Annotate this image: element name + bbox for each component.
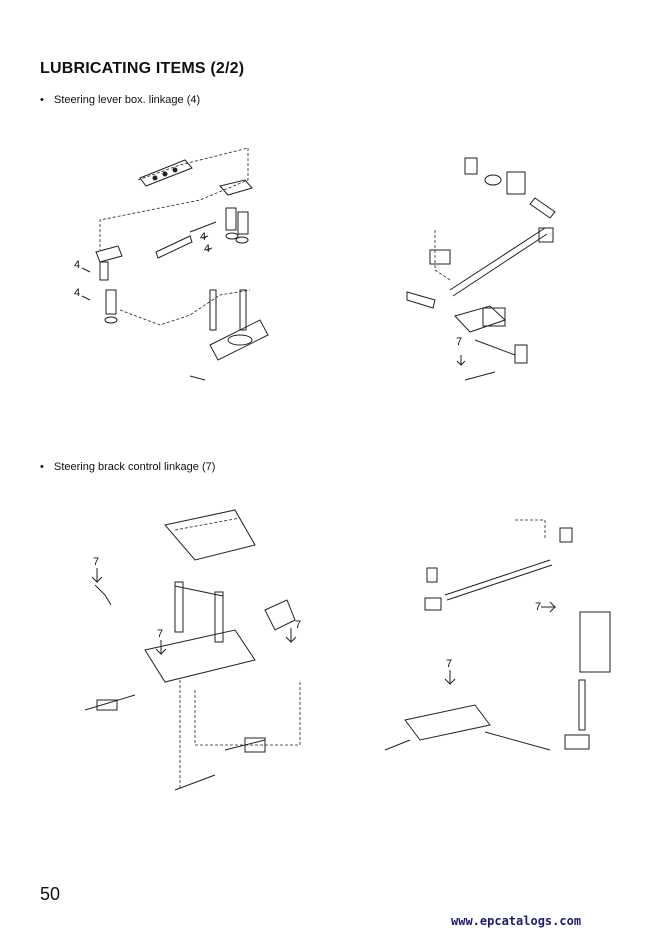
rod: [174, 774, 216, 791]
leader-line: [174, 517, 241, 531]
lever-arm: [406, 291, 436, 309]
callout-label: 4: [74, 287, 80, 299]
section-caption-steering-brake: • Steering brack control linkage (7): [40, 461, 215, 473]
cross-rod: [452, 233, 548, 297]
base-plate: [144, 629, 256, 683]
cross-rod: [449, 227, 546, 291]
bolt-icon: [162, 171, 168, 177]
yoke-icon: [506, 171, 526, 195]
bolt-icon: [464, 371, 496, 381]
arrow-icon: [91, 568, 103, 584]
watermark-link[interactable]: www.epcatalogs.com: [451, 914, 582, 928]
figure-steering-lever-linkage: 7: [406, 157, 556, 381]
pin-shaft: [239, 289, 247, 331]
pin-shaft: [209, 289, 217, 331]
frame-post: [214, 591, 224, 643]
bullet-marker: •: [40, 461, 44, 473]
arrow-icon: [541, 601, 557, 613]
leader-line: [194, 680, 301, 746]
leader-line: [137, 147, 249, 181]
leader-line: [119, 289, 251, 326]
rod: [484, 731, 551, 751]
pedal-pad: [264, 599, 296, 631]
arrow-icon: [285, 628, 297, 644]
bracket-plate: [454, 305, 506, 333]
arrow-icon: [456, 355, 466, 367]
pin-shaft: [99, 261, 109, 281]
callout-label: 7: [295, 619, 301, 631]
cover-plate: [164, 509, 256, 561]
leader-line: [434, 230, 451, 281]
rod: [384, 739, 411, 751]
lever-plate: [95, 245, 123, 263]
arrow-icon: [81, 295, 91, 301]
pin-shaft: [105, 289, 117, 315]
washer-icon: [235, 236, 249, 244]
callout-label: 7: [93, 556, 99, 568]
washer-icon: [225, 232, 239, 240]
caption-text: Steering lever box. linkage (4): [54, 94, 201, 106]
arrow-icon: [155, 640, 167, 656]
clip-icon: [426, 567, 438, 583]
figure-steering-lever-box: 4 4 4 4: [74, 147, 269, 381]
callout-label: 4: [200, 231, 206, 243]
lever-icon: [529, 197, 556, 219]
callout-label: 7: [157, 628, 163, 640]
plate-slot: [227, 334, 253, 346]
pin-shaft: [237, 211, 249, 235]
joint-icon: [538, 227, 554, 243]
callout-label: 4: [74, 259, 80, 271]
turnbuckle-icon: [96, 699, 118, 711]
section-caption-steering-lever: • Steering lever box. linkage (4): [40, 94, 200, 106]
callout-label: 7: [535, 601, 541, 613]
link-rod: [474, 339, 516, 356]
bolt-icon: [172, 167, 178, 173]
washer-icon: [104, 316, 118, 324]
lever-box-cover: [139, 159, 193, 187]
arrow-icon: [205, 247, 213, 251]
bolt-icon: [189, 375, 206, 381]
rod: [84, 694, 136, 711]
long-rod: [444, 559, 551, 596]
rod: [189, 221, 217, 233]
arrow-icon: [444, 670, 456, 686]
long-rod: [446, 564, 553, 601]
page-number: 50: [40, 884, 61, 904]
callout-label: 7: [446, 658, 452, 670]
bracket-icon: [464, 157, 478, 175]
caption-text: Steering brack control linkage (7): [54, 461, 216, 473]
clevis-icon: [424, 597, 442, 611]
arrow-icon: [81, 267, 91, 273]
callout-label: 4: [204, 243, 210, 255]
pedal-bracket: [404, 704, 491, 741]
pedal-link: [94, 584, 112, 606]
pin-shaft: [225, 207, 237, 231]
arrow-icon: [201, 235, 209, 239]
frame-bar: [174, 585, 224, 597]
joint-icon: [564, 734, 590, 750]
housing-icon: [482, 307, 506, 327]
bushing-icon: [484, 174, 502, 186]
clamp-icon: [429, 249, 451, 265]
lever-housing: [579, 611, 611, 673]
bolt-icon: [152, 175, 158, 181]
leader-line: [99, 148, 249, 250]
mount-plate: [209, 319, 269, 361]
pin-shaft: [578, 679, 586, 731]
callout-label: 7: [456, 336, 462, 348]
figure-steering-brake-control: 7 7 7: [84, 509, 301, 791]
page-title: LUBRICATING ITEMS (2/2): [40, 60, 245, 77]
link-rod: [155, 235, 193, 259]
bracket-icon: [559, 527, 573, 543]
pin-shaft: [514, 344, 528, 364]
leader-line: [515, 519, 546, 540]
bracket-plate: [219, 179, 253, 196]
bullet-marker: •: [40, 94, 44, 106]
frame-post: [174, 581, 184, 633]
figure-steering-brake-linkage: 7 7: [384, 519, 611, 751]
